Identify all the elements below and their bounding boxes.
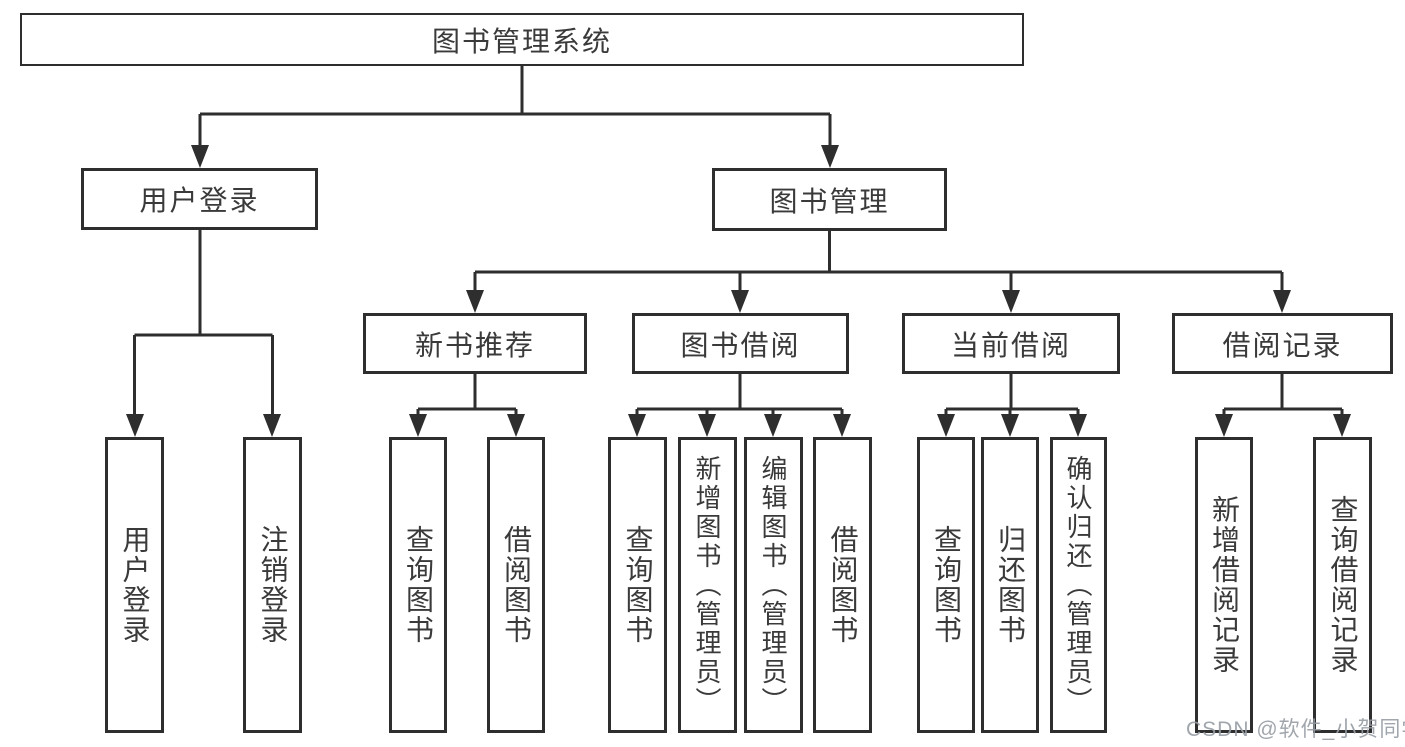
leaf-borrow-books-2-label: 借阅图书 (827, 525, 859, 645)
leaf-query-books-3-label: 查询图书 (931, 525, 962, 645)
node-book-borrow: 图书借阅 (632, 313, 849, 374)
node-root-system-label: 图书管理系统 (431, 25, 612, 57)
leaf-borrow-books-1: 借阅图书 (487, 437, 545, 733)
node-book-management-label: 图书管理 (769, 185, 890, 217)
node-user-login: 用户登录 (81, 168, 318, 230)
leaf-add-books-admin: 新增图书（管理员） (678, 437, 737, 733)
leaf-edit-books-admin-label: 编辑图书（管理员） (758, 454, 788, 716)
node-user-login-label: 用户登录 (139, 185, 260, 216)
leaf-query-books-1-label: 查询图书 (403, 525, 434, 645)
leaf-confirm-return-admin-label: 确认归还（管理员） (1063, 454, 1093, 716)
leaf-logout-label: 注销登录 (257, 525, 289, 645)
leaf-edit-books-admin: 编辑图书（管理员） (744, 437, 803, 733)
connector-root-to-level2 (191, 66, 839, 168)
leaf-query-books-3: 查询图书 (917, 437, 975, 733)
node-borrow-records: 借阅记录 (1172, 313, 1393, 374)
csdn-watermark: CSDN @软件_小贺同学 (1186, 718, 1405, 741)
leaf-query-books-1: 查询图书 (389, 437, 447, 733)
leaf-return-books-label: 归还图书 (995, 525, 1026, 645)
leaf-add-borrow-record-label: 新增借阅记录 (1209, 495, 1240, 675)
leaf-query-borrow-record: 查询借阅记录 (1313, 437, 1372, 733)
leaf-query-borrow-record-label: 查询借阅记录 (1327, 495, 1359, 675)
connector-new-book-to-leaves (409, 374, 525, 437)
leaf-borrow-books-1-label: 借阅图书 (501, 525, 532, 645)
leaf-logout: 注销登录 (243, 437, 302, 733)
connector-current-borrow-to-leaves (937, 374, 1087, 437)
leaf-borrow-books-2: 借阅图书 (813, 437, 872, 733)
leaf-user-login-label: 用户登录 (119, 525, 151, 645)
connector-user-login-to-leaves (126, 230, 281, 437)
node-new-book-recommend: 新书推荐 (363, 313, 587, 374)
leaf-add-books-admin-label: 新增图书（管理员） (692, 454, 722, 716)
leaf-return-books: 归还图书 (981, 437, 1039, 733)
connector-book-borrow-to-leaves (628, 374, 851, 437)
leaf-user-login: 用户登录 (105, 437, 164, 733)
node-book-management: 图书管理 (712, 168, 947, 231)
node-new-book-recommend-label: 新书推荐 (414, 329, 535, 361)
node-book-borrow-label: 图书借阅 (680, 329, 801, 361)
connector-book-management-to-level3 (466, 231, 1291, 313)
connector-borrow-records-to-leaves (1215, 374, 1351, 437)
node-borrow-records-label: 借阅记录 (1222, 329, 1343, 361)
leaf-add-borrow-record: 新增借阅记录 (1195, 437, 1253, 733)
node-current-borrow-label: 当前借阅 (950, 329, 1071, 361)
leaf-query-books-2-label: 查询图书 (622, 525, 654, 645)
node-root-system: 图书管理系统 (20, 13, 1024, 66)
leaf-query-books-2: 查询图书 (608, 437, 667, 733)
node-current-borrow: 当前借阅 (902, 313, 1120, 374)
leaf-confirm-return-admin: 确认归还（管理员） (1050, 437, 1107, 733)
